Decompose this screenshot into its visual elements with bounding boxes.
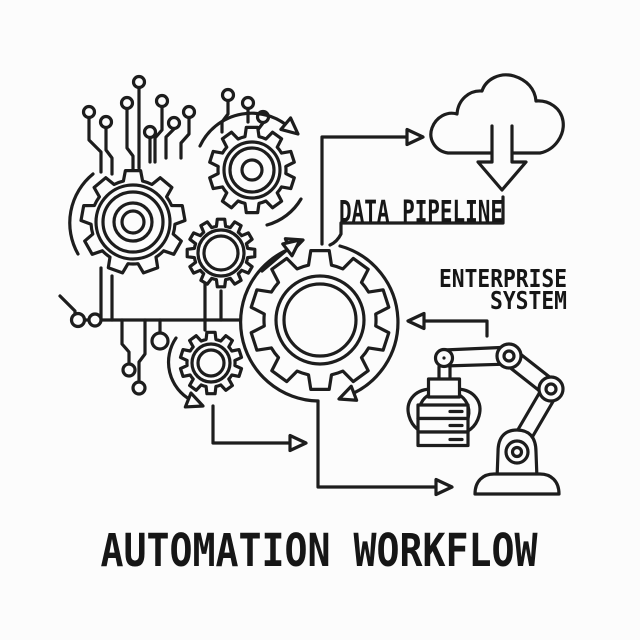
gear-central-icon — [239, 231, 400, 408]
text-layer: DATA PIPELINE ENTERPRISE SYSTEM AUTOMATI… — [101, 195, 568, 577]
arrow-middle-bottom — [211, 404, 308, 453]
page-title: AUTOMATION WORKFLOW — [101, 524, 539, 577]
arrow-to-cloud — [320, 127, 425, 246]
rotation-arc-right — [338, 244, 400, 398]
line-art-root: DATA PIPELINE ENTERPRISE SYSTEM AUTOMATI… — [58, 73, 568, 577]
arrow-from-enterprise — [406, 311, 489, 338]
arm-elbow-joint — [537, 375, 565, 403]
enterprise-system-label-line1: ENTERPRISE — [439, 264, 567, 293]
gear-small-lower-icon — [166, 330, 244, 415]
rotation-arc-left — [239, 246, 320, 403]
rotation-arrow-icon — [198, 111, 294, 148]
rotation-arrow-icon — [166, 336, 193, 402]
gear-medium-top-icon — [198, 111, 305, 227]
gear-small-middle-icon — [185, 217, 257, 289]
arm-pedestal — [473, 472, 561, 496]
circuit-traces-bottom-icon — [58, 266, 285, 396]
gear-cluster-icon — [68, 111, 400, 415]
flow-connectors — [211, 127, 505, 497]
gear-left-arc — [68, 172, 95, 256]
robot-arm-icon — [406, 342, 565, 496]
data-pipeline-connector — [328, 195, 505, 247]
circuit-traces-top-icon — [81, 74, 271, 176]
enterprise-system-label-line2: SYSTEM — [490, 286, 567, 315]
server-stack-icon — [416, 403, 470, 448]
download-arrow-icon — [476, 124, 528, 192]
arm-joint — [495, 342, 523, 370]
data-pipeline-label: DATA PIPELINE — [339, 195, 503, 230]
arrow-to-robot — [316, 399, 454, 497]
diagonal-arrow-icon — [260, 232, 307, 273]
gear-large-left-icon — [68, 169, 187, 275]
cloud-download-icon — [429, 73, 565, 192]
